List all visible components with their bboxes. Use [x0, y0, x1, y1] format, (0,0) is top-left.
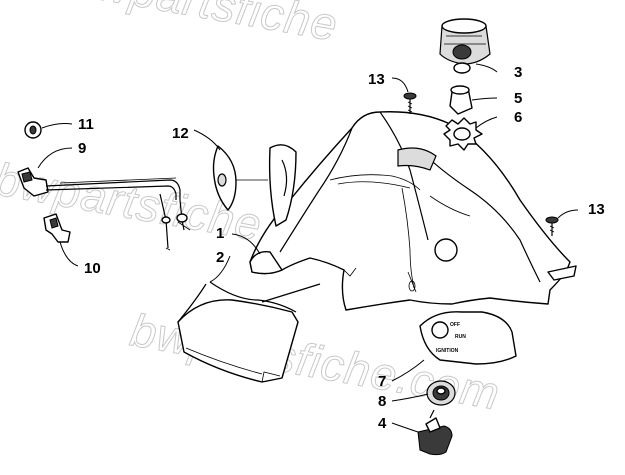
- part-lock-washer: [443, 117, 483, 151]
- callout-7: 7: [378, 373, 386, 390]
- callout-8: 8: [378, 393, 386, 410]
- callout-1: 1: [216, 225, 224, 242]
- callout-2: 2: [216, 249, 224, 266]
- callout-10: 10: [84, 260, 101, 277]
- part-cable-lever: [17, 167, 191, 251]
- plate-label-off: OFF: [450, 322, 460, 328]
- part-hood: [249, 111, 577, 311]
- part-ignition-plate: OFF RUN IGNITION: [419, 311, 517, 365]
- callout-13-top: 13: [368, 71, 385, 88]
- part-ignition-switch: [439, 18, 491, 74]
- callout-5: 5: [514, 90, 522, 107]
- part-screw-top: [403, 92, 417, 114]
- watermark-text-top: bwpartsfiche: [67, 0, 342, 51]
- part-small-lever: [43, 213, 71, 243]
- part-screw-right: [545, 216, 559, 236]
- callout-12: 12: [172, 125, 189, 142]
- part-dial: [212, 145, 268, 211]
- callout-6: 6: [514, 109, 522, 126]
- callout-3: 3: [514, 64, 522, 81]
- leader-lines: [37, 63, 579, 433]
- part-key: [417, 409, 453, 456]
- callout-13-right: 13: [588, 201, 605, 218]
- callout-11: 11: [78, 116, 94, 133]
- plate-label-run: RUN: [455, 334, 466, 340]
- callout-4: 4: [378, 415, 387, 432]
- part-lower-cover: [177, 281, 321, 383]
- plate-label-ignition: IGNITION: [436, 348, 459, 354]
- part-sleeve: [449, 85, 473, 115]
- callout-9: 9: [78, 140, 86, 157]
- part-ignition-nut: [426, 380, 456, 406]
- part-washer: [24, 121, 42, 139]
- callout-labels: 3 5 6 13 13 12 11 9 10 1 2 7 8 4: [78, 64, 605, 432]
